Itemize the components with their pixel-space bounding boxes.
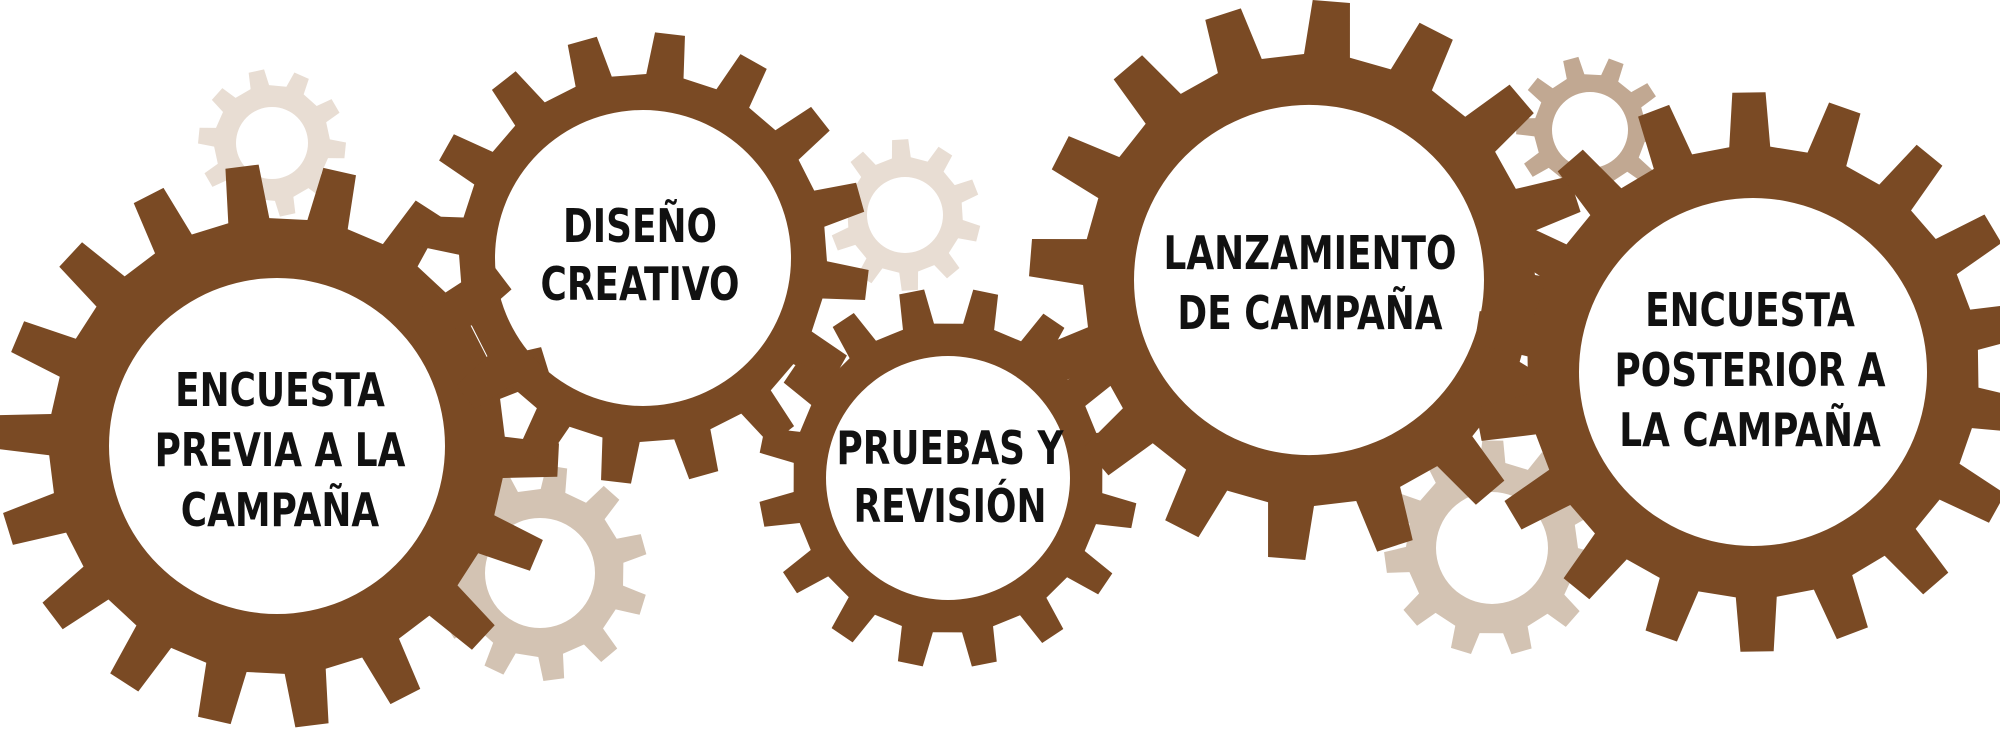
step-label-pruebas-revision: PRUEBAS Y REVISIÓN [836,421,1064,533]
small-gear-3 [1516,56,1664,204]
gear-step-1 [0,164,559,728]
step-label-encuesta-previa: ENCUESTA PREVIA A LA CAMPAÑA [154,363,406,537]
small-gear-2 [829,139,981,291]
gear-step-3 [759,289,1137,667]
step-label-encuesta-posterior: ENCUESTA POSTERIOR A LA CAMPAÑA [1614,283,1886,457]
gear-step-4 [1029,0,1589,560]
gear-step-2 [417,32,869,484]
step-label-lanzamiento: LANZAMIENTO DE CAMPAÑA [1163,226,1457,340]
step-label-diseno-creativo: DISEÑO CREATIVO [540,199,740,311]
gear-step-5 [1474,92,2000,652]
